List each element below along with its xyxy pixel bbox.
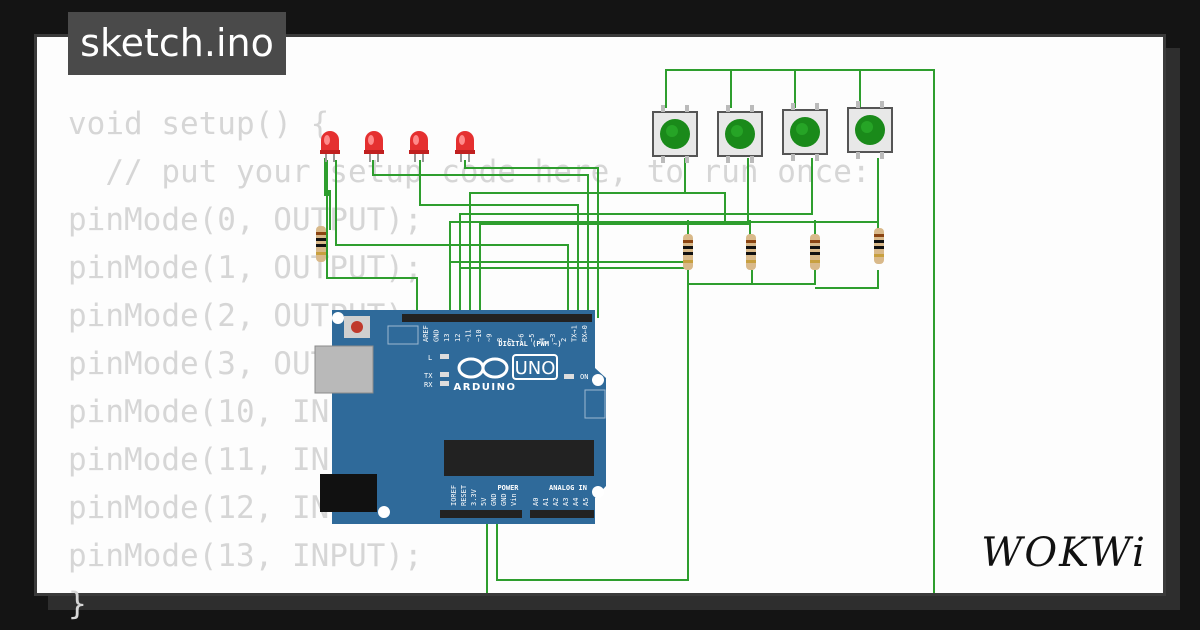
led-icon [364,131,384,162]
wire [688,270,753,285]
on-label: ON [580,373,588,381]
digital-pin-label: ~5 [528,334,536,342]
resistor-icon [746,234,756,270]
digital-pin-label: AREF [422,325,430,342]
wire [372,160,589,318]
wire [815,270,879,289]
digital-pin-label: GND [433,329,441,342]
led-icon [409,131,429,162]
digital-pin-label: 13 [443,334,451,342]
digital-pin-label: 4 [539,338,547,342]
board-brand: ARDUINO [454,382,517,393]
resistor-icon [810,234,820,270]
digital-pin-label: 2 [560,338,568,342]
wire [752,270,816,285]
wire [464,160,599,318]
power-label: POWER [497,484,519,492]
digital-pin-label: ~3 [549,334,557,342]
power-pin-label: 3.3V [470,488,478,506]
code-line: // put your setup code here, to run once… [105,154,871,190]
digital-pin-label: 7 [507,338,515,342]
wire [724,198,750,225]
power-pin-label: GND [490,493,498,506]
pushbutton-icon [652,105,698,163]
wires [324,69,935,593]
arduino-uno-board: UNO ARDUINO DIGITAL (PWM ~) POWER ANALOG… [314,310,606,524]
l-label: L [428,354,432,362]
wire [469,158,686,318]
wire [326,160,418,318]
preview-card [34,34,1166,596]
board-model: UNO [515,358,556,379]
analog-pin-label: A4 [572,498,580,506]
file-title-tab: sketch.ino [68,12,286,75]
led-icon [320,131,340,162]
wokwi-logo-text: WOKWi [981,530,1147,576]
analog-pin-label: A5 [582,498,590,506]
power-pin-label: RESET [460,484,468,506]
led-icon [455,131,475,162]
wire [496,270,689,581]
digital-pin-label: 12 [454,334,462,342]
wire [449,158,879,318]
wokwi-logo: WOKWi [981,530,1147,576]
pushbutton-icon [717,105,763,163]
digital-pin-label: TX→1 [570,325,578,342]
tx-label: TX [424,372,433,380]
analog-pin-label: A0 [532,498,540,506]
rx-label: RX [424,381,433,389]
code-line: } [68,586,87,622]
digital-pin-label: ~9 [486,334,494,342]
code-line: pinMode(13, INPUT); [68,538,423,574]
analog-pin-label: A3 [562,498,570,506]
wire [335,160,569,318]
digital-pin-label: RX←0 [581,325,589,342]
wire [665,69,935,593]
digital-pin-label: 8 [496,338,504,342]
code-line: pinMode(1, OUTPUT); [68,250,423,286]
digital-pin-label: ~10 [475,329,483,342]
analog-label: ANALOG IN [549,484,587,492]
analog-pin-label: A1 [542,498,550,506]
digital-label: DIGITAL (PWM ~) [498,340,561,348]
wire [685,192,726,198]
wire [459,158,813,318]
resistor-icon [683,234,693,270]
digital-pin-label: ~6 [517,334,525,342]
analog-pin-label: A2 [552,498,560,506]
power-pin-label: 5V [480,497,488,506]
digital-pin-label: ~11 [464,329,472,342]
pushbutton-icon [847,101,893,159]
power-pin-label: Vin [510,493,518,506]
code-line: void setup() { [68,106,330,142]
pushbutton-icon [782,103,828,161]
power-pin-label: GND [500,493,508,506]
wire [479,158,749,318]
resistor-icon [874,228,884,264]
power-pin-label: IOREF [450,485,458,506]
wire [419,160,579,318]
resistor-icon [316,226,326,262]
code-line: pinMode(0, OUTPUT); [68,202,423,238]
